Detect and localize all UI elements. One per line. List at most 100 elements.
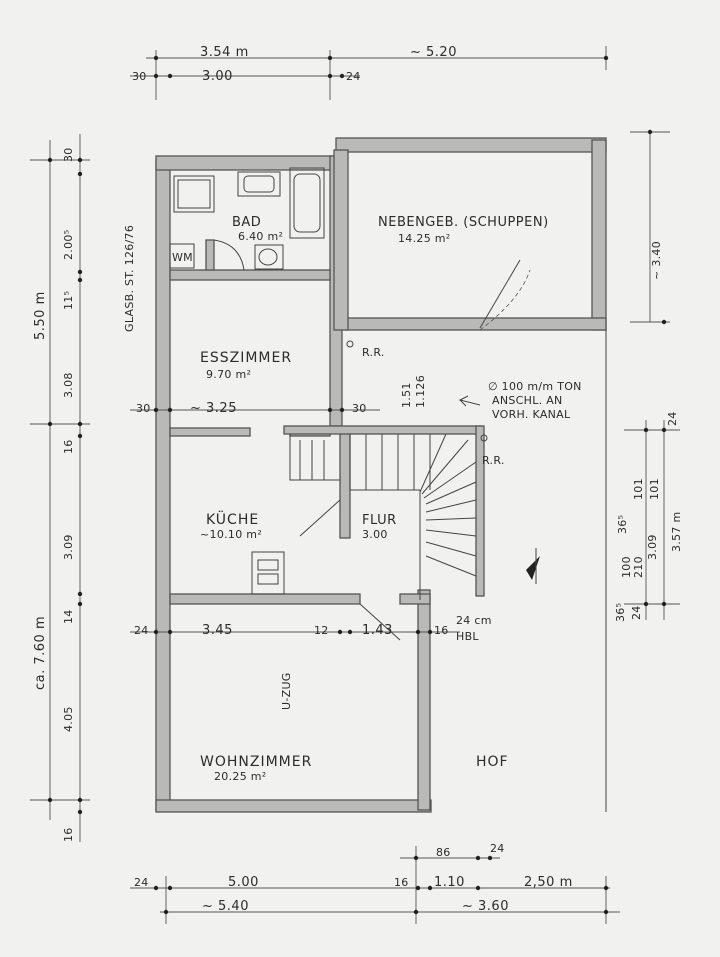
dim-mid-1b: ~ 3.25 (190, 401, 237, 416)
dim-left-7: 14 (62, 609, 75, 624)
dim-left-2: 2.00⁵ (62, 230, 75, 260)
kanal-arrow-icon (458, 395, 481, 407)
dim-mid-2a: 24 (134, 624, 149, 637)
dim-bottom-b1: 24 (134, 876, 149, 889)
dimension-lines (30, 46, 680, 924)
hbl-label-1: 24 cm (456, 614, 492, 627)
wall-shed-south (345, 317, 607, 331)
kanal-label-2: ANSCHL. AN (492, 394, 563, 407)
dim-mid-2e: 16 (434, 624, 449, 637)
wall-south-house (155, 799, 432, 813)
dim-right-9: 3.57 m (670, 511, 683, 552)
rr-label-1: R.R. (362, 346, 385, 359)
room-nebengeb-name: NEBENGEB. (SCHUPPEN) (378, 215, 549, 230)
rr-marker-icon-2 (480, 434, 488, 442)
dim-left-3: 11⁵ (62, 291, 75, 310)
washbasin (237, 171, 281, 197)
wm-box (169, 243, 195, 269)
walls (155, 137, 607, 813)
north-arrow-icon (526, 556, 540, 580)
dim-right-4: 101 (648, 478, 661, 500)
uzug-label: U-ZUG (280, 672, 293, 710)
dim-top-3: 30 (132, 70, 147, 83)
dimension-text-right: ~ 3.40 24 101 101 36⁵ 100 210 3.09 3.57 … (614, 241, 683, 622)
fixtures (169, 167, 607, 812)
dim-left-8: 4.05 (62, 706, 75, 732)
dim-mid-2b: 3.45 (202, 623, 233, 638)
dim-right-6: 100 (620, 556, 633, 578)
dim-mid-2c: 12 (314, 624, 329, 637)
wall-east-house-lower (417, 589, 431, 811)
dim-bottom-a1: 86 (436, 846, 451, 859)
dim-bottom-b2: 5.00 (228, 875, 259, 890)
dim-right-1: ~ 3.40 (650, 241, 663, 280)
wall-dining-south-a (169, 427, 251, 437)
dim-right-8: 3.09 (646, 534, 659, 560)
wall-shed-west (333, 149, 349, 331)
dim-mid-2d: 1.43 (362, 623, 393, 638)
wall-bath-door-jamb (205, 239, 215, 271)
room-hof-name: HOF (476, 754, 509, 770)
stair-treads (289, 433, 477, 600)
room-bad-area: 6.40 m² (238, 230, 283, 243)
dim-mid-1c: 30 (352, 402, 367, 415)
rr-marker-icon (346, 340, 354, 348)
hbl-label-2: HBL (456, 630, 479, 643)
wall-shed-east (591, 139, 607, 331)
dim-left-total-1: 5.50 m (33, 291, 48, 340)
dim-bottom-a2: 24 (490, 842, 505, 855)
dim-bottom-c1: ~ 5.40 (202, 899, 249, 914)
dim-bottom-b3: 16 (394, 876, 409, 889)
rr-label-2: R.R. (482, 454, 505, 467)
room-labels: BAD 6.40 m² NEBENGEB. (SCHUPPEN) 14.25 m… (200, 215, 549, 783)
dim-bottom-c2: ~ 3.60 (462, 899, 509, 914)
dimension-text-bottom: 86 24 24 5.00 16 1.10 2,50 m ~ 5.40 ~ 3.… (134, 842, 573, 914)
dim-mid-1a: 30 (136, 402, 151, 415)
dim-left-5: 16 (62, 439, 75, 454)
toilet (254, 244, 284, 270)
wall-stair-east (475, 425, 485, 597)
dim-bottom-b4: 1.10 (434, 875, 465, 890)
dim-right-10: 36⁵ (614, 603, 627, 622)
room-bad-name: BAD (232, 215, 261, 230)
bathtub (289, 167, 325, 239)
stove (251, 551, 285, 595)
dim-left-4: 3.08 (62, 372, 75, 398)
dim-left-1: 30 (62, 147, 75, 162)
dim-right-3: 101 (632, 478, 645, 500)
wall-flur-south (399, 593, 431, 605)
door-kitchen (299, 499, 341, 537)
wm-label: WM (172, 251, 193, 264)
dim-top-2: ~ 5.20 (410, 45, 457, 60)
room-wohnzimmer-name: WOHNZIMMER (200, 754, 312, 770)
dim-bottom-b5: 2,50 m (524, 875, 573, 890)
stair-label-2: 1.126 (414, 375, 427, 408)
wall-kitchen-south (169, 593, 361, 605)
wall-bath-south (169, 269, 331, 281)
dim-right-5: 36⁵ (616, 515, 629, 534)
glasb-label: GLASB. ST. 126/76 (123, 225, 136, 332)
dim-top-5: 24 (346, 70, 361, 83)
room-esszimmer-area: 9.70 m² (206, 368, 251, 381)
dim-right-2: 24 (666, 411, 679, 426)
room-kueche-name: KÜCHE (206, 510, 259, 528)
dim-top-4: 3.00 (202, 69, 233, 84)
door-shed (479, 259, 521, 329)
dim-left-9: 16 (62, 827, 75, 842)
stair-label-1: 1.51 (400, 382, 413, 408)
room-nebengeb-area: 14.25 m² (398, 232, 451, 245)
dimension-dots (47, 55, 667, 915)
dim-right-11: 24 (630, 605, 643, 620)
kanal-label-1: ∅ 100 m/m TON (488, 380, 582, 393)
dim-top-1: 3.54 m (200, 45, 249, 60)
dimension-text-top: 3.54 m ~ 5.20 30 3.00 24 (132, 45, 457, 84)
room-esszimmer-name: ESSZIMMER (200, 350, 292, 366)
wall-flur-west (339, 427, 351, 539)
room-wohnzimmer-area: 20.25 m² (214, 770, 267, 783)
dim-right-7: 210 (632, 556, 645, 578)
wall-stair-north (283, 425, 481, 435)
dimension-text-left: 30 2.00⁵ 11⁵ 3.08 16 3.09 14 4.05 16 5.5… (33, 147, 75, 842)
kanal-label-3: VORH. KANAL (492, 408, 571, 421)
shower-tray (173, 175, 215, 213)
